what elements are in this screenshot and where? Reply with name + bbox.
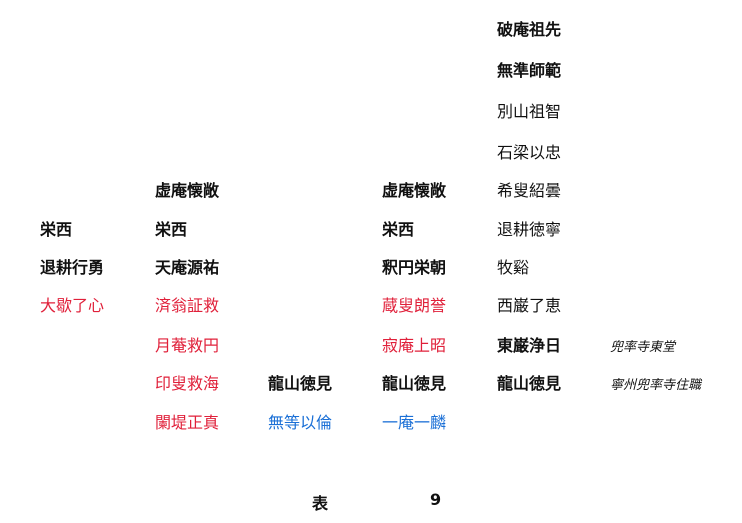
name-cell: 虚庵懐敞 — [155, 181, 220, 200]
name-cell: 牧谿 — [497, 258, 530, 277]
annotation-text: 兜率寺東堂 — [610, 340, 676, 355]
name-cell: 石梁以忠 — [497, 143, 562, 162]
name-cell: 蔵叟朗誉 — [382, 296, 447, 315]
name-cell: 龍山徳見 — [497, 374, 562, 393]
name-cell: 天庵源祐 — [155, 258, 220, 277]
name-cell: 釈円栄朝 — [382, 258, 447, 277]
name-cell: 栄西 — [155, 220, 188, 239]
name-cell: 闌堤正真 — [155, 413, 220, 432]
name-cell: 無等以倫 — [268, 413, 333, 432]
table-label: 表 — [312, 494, 329, 513]
name-cell: 栄西 — [40, 220, 73, 239]
annotation-text: 寧州兜率寺住職 — [610, 378, 702, 393]
name-cell: 退耕行勇 — [40, 258, 105, 277]
table-number: 9 — [430, 490, 442, 509]
name-cell: 東巌浄日 — [497, 336, 562, 355]
name-cell: 破庵祖先 — [497, 20, 562, 39]
name-cell: 印叟救海 — [155, 374, 220, 393]
name-cell: 栄西 — [382, 220, 415, 239]
name-cell: 済翁証救 — [155, 296, 220, 315]
name-cell: 一庵一麟 — [382, 413, 447, 432]
name-cell: 龍山徳見 — [268, 374, 333, 393]
name-cell: 虚庵懐敞 — [382, 181, 447, 200]
name-cell: 月菴救円 — [155, 336, 220, 355]
name-cell: 希叟紹曇 — [497, 181, 562, 200]
name-cell: 無準師範 — [497, 61, 562, 80]
name-cell: 西巌了恵 — [497, 296, 562, 315]
name-cell: 龍山徳見 — [382, 374, 447, 393]
name-cell: 大歇了心 — [40, 296, 105, 315]
name-cell: 退耕徳寧 — [497, 220, 562, 239]
name-cell: 寂庵上昭 — [382, 336, 447, 355]
name-cell: 別山祖智 — [497, 102, 562, 121]
